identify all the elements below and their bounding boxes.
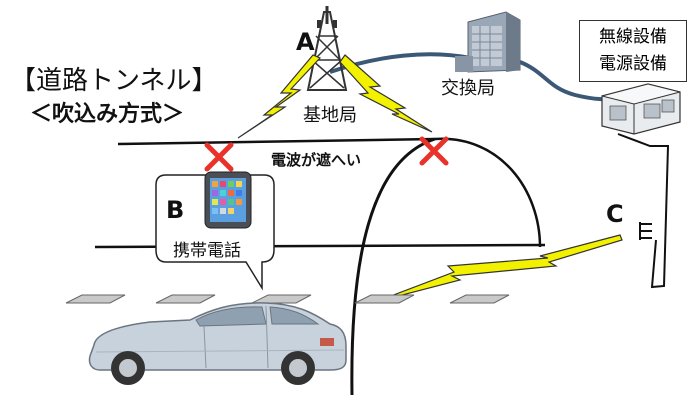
smartphone-icon [204, 171, 252, 229]
car-icon [88, 302, 347, 385]
diagram-title: 【道路トンネル】 [10, 66, 218, 96]
lightning-bolt-icon [237, 54, 322, 139]
radio-tower-icon [306, 6, 348, 91]
radio-equipment-label: 無線設備 [599, 27, 667, 47]
diagram-subtitle: ＜吹込み方式＞ [30, 102, 185, 127]
mobile-phone-label: 携帯電話 [173, 241, 241, 261]
power-equipment-label: 電源設備 [599, 54, 667, 74]
point-c-label: C [606, 200, 624, 228]
lightning-bolt-icon [374, 234, 623, 303]
tunnel-portal [350, 137, 436, 396]
signal-blocked-label: 電波が遮へい [271, 151, 362, 169]
point-a-label: A [296, 28, 315, 56]
lane-marker [354, 294, 415, 304]
antenna-icon [639, 222, 652, 240]
tunnel-outline [434, 137, 542, 248]
equipment-label-box: 無線設備 電源設備 [579, 20, 687, 82]
point-b-label: B [166, 196, 185, 224]
lane-marker [65, 294, 126, 304]
exchange-label: 交換局 [441, 78, 495, 99]
server-cabinet-icon [601, 83, 681, 135]
equipment-cable [617, 133, 670, 289]
lane-marker [251, 294, 312, 304]
ground-line [117, 137, 436, 146]
lightning-bolt-icon [339, 54, 433, 133]
x-mark-icon [204, 142, 234, 172]
base-station-label: 基地局 [303, 105, 357, 126]
lane-marker [155, 294, 216, 304]
lane-marker [449, 294, 510, 304]
x-mark-icon [419, 136, 449, 166]
office-building-icon [455, 11, 521, 73]
